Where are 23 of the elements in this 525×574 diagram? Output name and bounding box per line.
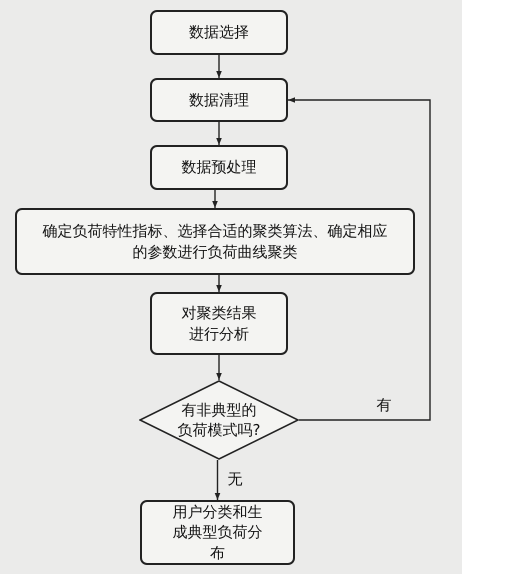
- process-box: [150, 10, 288, 55]
- process-box: [140, 500, 295, 565]
- step-text: 对聚类结果进行分析: [180, 303, 258, 344]
- decision-text: 有非典型的负荷模式吗?: [177, 400, 261, 440]
- process-box: [15, 208, 415, 275]
- edge-label: 有: [374, 396, 394, 414]
- arrow: [216, 122, 222, 145]
- step-text: 用户分类和生成典型负荷分布: [172, 502, 264, 563]
- arrow: [214, 460, 220, 500]
- step-text: 数据清理: [189, 90, 249, 110]
- arrow: [216, 355, 222, 380]
- arrow: [212, 190, 218, 208]
- process-box: [150, 78, 288, 122]
- arrow: [216, 55, 222, 78]
- process-box: [150, 292, 288, 355]
- edge-label: 无: [226, 470, 244, 488]
- step-text: 数据选择: [189, 22, 249, 43]
- step-text: 确定负荷特性指标、选择合适的聚类算法、确定相应的参数进行负荷曲线聚类: [42, 221, 388, 262]
- process-box: [150, 145, 288, 190]
- arrow: [288, 97, 431, 421]
- arrow: [216, 275, 222, 292]
- decision-diamond: [139, 380, 299, 460]
- step-text: 数据预处理: [182, 157, 256, 178]
